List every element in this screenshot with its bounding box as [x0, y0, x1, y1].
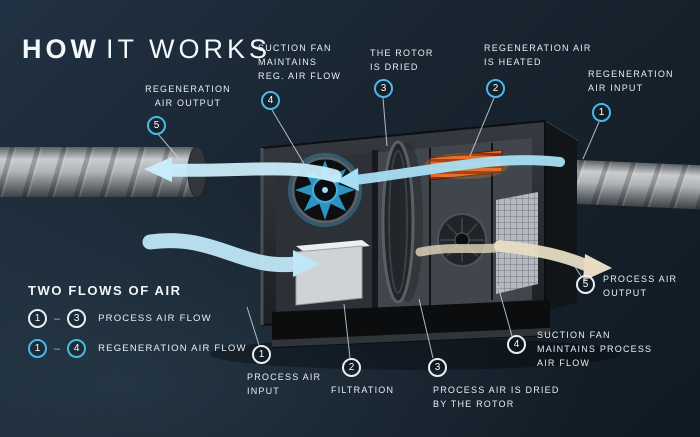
callout-label-regeneration-air-output: REGENERATION AIR OUTPUT: [145, 84, 231, 108]
callout-number-regeneration-air-output: 5: [147, 116, 166, 135]
callout-number-process-air-dried: 3: [428, 358, 447, 377]
legend-regen-from-circle: 1: [28, 339, 47, 358]
callout-number-filtration: 2: [342, 358, 361, 377]
rotor-disc: [381, 140, 423, 304]
legend-process-to-circle: 3: [67, 309, 87, 328]
callout-label-regeneration-air-heated: REGENERATION AIR IS HEATED: [484, 43, 592, 67]
callout-number-regeneration-air-input: 1: [592, 103, 611, 122]
regen-input-arrow: [350, 155, 565, 185]
right-duct: [544, 158, 700, 210]
callout-label-suction-fan-reg: SUCTION FAN MAINTAINS REG. AIR FLOW: [258, 43, 342, 81]
legend-item-process: 1 – 3 PROCESS AIR FLOW: [28, 309, 247, 328]
callout-label-process-air-output: PROCESS AIR OUTPUT: [603, 274, 678, 298]
process-output-arrow: [494, 240, 594, 272]
callout-label-process-air-input: PROCESS AIR INPUT: [247, 372, 322, 396]
title-bold: HOW: [22, 34, 100, 65]
regen-output-arrow: [161, 162, 342, 183]
callout-number-rotor-dried: 3: [374, 79, 393, 98]
callout-number-process-air-input: 1: [252, 345, 271, 364]
callout-number-regeneration-air-heated: 2: [486, 79, 505, 98]
filter-box: [295, 240, 370, 306]
base-pedestal: [272, 300, 550, 348]
callout-number-suction-fan-reg: 4: [261, 91, 280, 110]
legend-item-regen: 1 – 4 REGENERATION AIR FLOW: [28, 339, 247, 358]
callout-number-suction-fan-process: 4: [507, 335, 526, 354]
callout-label-rotor-dried: THE ROTOR IS DRIED: [370, 48, 434, 72]
callout-label-filtration: FILTRATION: [331, 385, 395, 395]
air-flows: [142, 155, 612, 281]
legend-regen-label: REGENERATION AIR FLOW: [98, 343, 247, 354]
legend-process-from-circle: 1: [28, 309, 47, 328]
leader-lines: [157, 97, 600, 359]
title-rest: IT WORKS: [105, 34, 271, 65]
legend-title: TWO FLOWS OF AIR: [28, 283, 182, 298]
callout-number-process-air-output: 5: [576, 275, 595, 294]
callout-label-process-air-dried: PROCESS AIR IS DRIED BY THE ROTOR: [433, 385, 560, 409]
callout-label-suction-fan-process: SUCTION FAN MAINTAINS PROCESS AIR FLOW: [537, 330, 653, 368]
callout-label-regeneration-air-input: REGENERATION AIR INPUT: [588, 69, 674, 93]
legend-process-label: PROCESS AIR FLOW: [98, 313, 212, 324]
process-fan-icon: [437, 213, 487, 267]
legend-dash: –: [54, 312, 61, 325]
process-internal-flow: [415, 243, 501, 257]
legend: TWO FLOWS OF AIR 1 – 3 PROCESS AIR FLOW …: [28, 283, 247, 358]
cabinet-right: [545, 121, 577, 312]
legend-dash: –: [54, 342, 61, 355]
legend-regen-to-circle: 4: [67, 339, 87, 358]
divider-wall: [372, 150, 378, 310]
process-input-arrow: [142, 233, 304, 273]
